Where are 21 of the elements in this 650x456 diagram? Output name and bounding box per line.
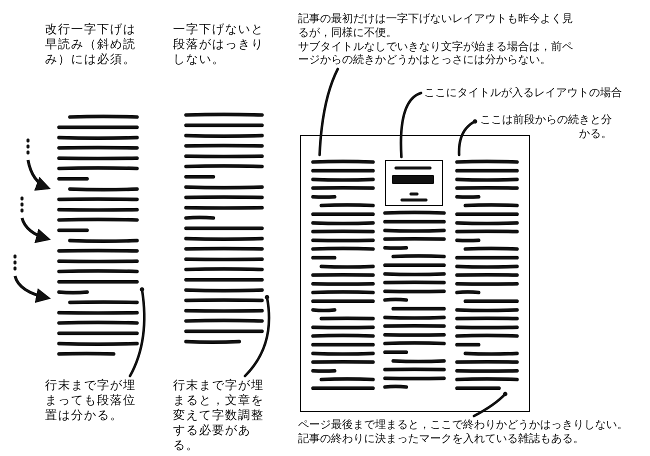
note-text: ここは前段からの続きと分かる。: [478, 113, 612, 140]
text-column-drawing: [57, 113, 139, 358]
heading-text: 改行一字下げは早読み（斜め読み）には必須。: [45, 22, 137, 67]
leader-line: [128, 287, 146, 378]
title-box: [385, 160, 443, 206]
text-column-drawing: [311, 158, 375, 393]
note-text: 行末まで字が埋まると，文章を変えて字数調整する必要がある。: [173, 378, 273, 453]
note-text: ここにタイトルが入るレイアウトの場合: [424, 86, 640, 100]
leader-line: [318, 68, 340, 156]
note-text: ページ最後まで埋まると，ここで終わりかどうかはっきりしない。: [298, 418, 629, 432]
heading-text: 一字下げないと段落がはっきりしない。: [173, 22, 265, 67]
note-text: 記事の最初だけは一字下げないレイアウトも昨今よく見るが，同様に不便。: [298, 12, 574, 40]
leader-line: [458, 119, 478, 156]
page-frame: [300, 135, 530, 412]
leader-line: [472, 392, 508, 418]
text-column-drawing: [455, 158, 519, 393]
note-text: サブタイトルなしでいきなり文字が始まる場合は，前ページからの続きかどうかはとっさには分からない。: [298, 40, 574, 67]
leader-line: [244, 295, 270, 378]
note-text: 行末まで字が埋まっても段落位置は分かる。: [45, 378, 145, 423]
note-text: 記事の終わりに決まったマークを入れている雑誌もある。: [298, 432, 585, 446]
leader-line: [400, 92, 422, 158]
